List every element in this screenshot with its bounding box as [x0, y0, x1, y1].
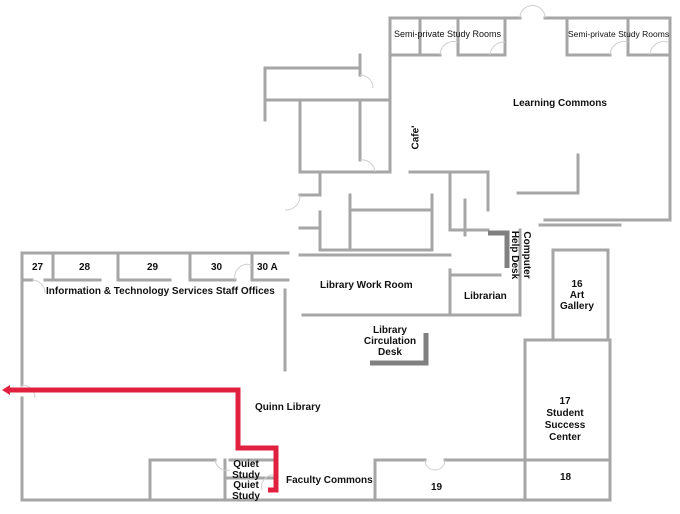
route-path: [2, 385, 279, 493]
label-desk: Desk: [378, 347, 402, 358]
label-center: Center: [549, 432, 581, 443]
label-library: Library: [373, 325, 407, 336]
label-gallery: Gallery: [560, 301, 594, 312]
walls: [20, 16, 672, 502]
label-library-work-room: Library Work Room: [320, 280, 413, 291]
label-room-30a: 30 A: [257, 262, 278, 273]
label-semi-private-1: Semi-private Study Rooms: [394, 29, 502, 39]
label-quiet-study-2: Quiet Study: [232, 480, 260, 502]
label-quinn-library: Quinn Library: [255, 402, 321, 413]
label-art: Art: [569, 290, 585, 301]
label-room-17: 17: [559, 396, 571, 407]
label-help-desk: Help Desk: [509, 230, 521, 280]
label-faculty-commons: Faculty Commons: [286, 475, 373, 486]
label-room-28: 28: [79, 262, 91, 273]
label-room-29: 29: [147, 262, 159, 273]
label-room-27: 27: [32, 262, 44, 273]
label-room-19: 19: [431, 482, 443, 493]
label-cafe: Cafe': [410, 125, 422, 150]
label-librarian: Librarian: [464, 291, 507, 302]
label-room-18: 18: [560, 472, 572, 483]
label-semi-private-2: Semi-private Study Rooms: [568, 29, 670, 39]
label-room-30: 30: [211, 262, 223, 273]
label-room-16: 16: [571, 279, 583, 290]
label-success: Success: [544, 420, 586, 431]
route-arrow-icon: [2, 385, 10, 395]
label-computer: Computer: [521, 231, 533, 279]
label-learning-commons: Learning Commons: [513, 98, 607, 109]
label-its-offices: Information & Technology Services Staff …: [46, 286, 275, 297]
label-circulation: Circulation: [363, 336, 417, 347]
circulation-desk: [370, 333, 429, 366]
help-desk-counter: [488, 230, 510, 268]
label-student: Student: [546, 408, 584, 419]
label-quiet-study-1: Quiet Study: [232, 459, 260, 481]
